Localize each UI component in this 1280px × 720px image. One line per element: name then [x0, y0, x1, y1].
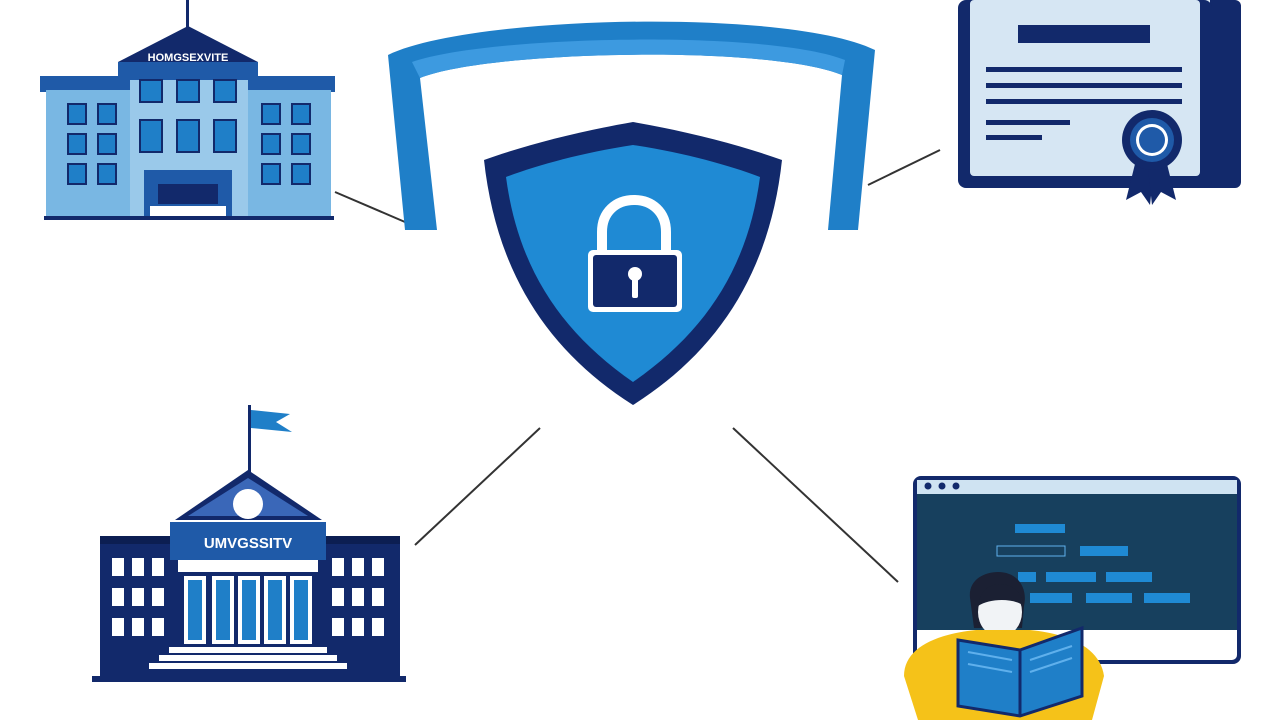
connector-line-top-left — [334, 191, 406, 223]
university-steps — [147, 645, 349, 671]
code-lines — [996, 524, 1190, 603]
certificate-seal-icon — [1122, 110, 1182, 205]
flag-icon — [251, 410, 292, 432]
connector-lines — [334, 149, 941, 583]
connector-line-bottom-left — [414, 427, 541, 546]
building-windows — [67, 79, 311, 185]
padlock-icon — [588, 194, 682, 312]
shield-lock-icon — [484, 122, 782, 405]
certificate-icon — [958, 0, 1241, 205]
university-building-icon: UMVGSSITV — [92, 405, 406, 682]
shield-arch — [388, 21, 875, 230]
university-sign: UMVGSSITV — [204, 535, 292, 552]
connector-line-top-right — [867, 149, 941, 186]
university-windows — [112, 558, 384, 636]
top-left-building-sign: HOMGSEXVITE — [148, 52, 229, 64]
connector-line-bottom-right — [732, 427, 899, 583]
online-learning-icon — [904, 476, 1241, 720]
student-reading-icon — [904, 572, 1104, 720]
office-building-icon: HOMGSEXVITE — [40, 0, 335, 220]
university-columns — [184, 576, 312, 644]
